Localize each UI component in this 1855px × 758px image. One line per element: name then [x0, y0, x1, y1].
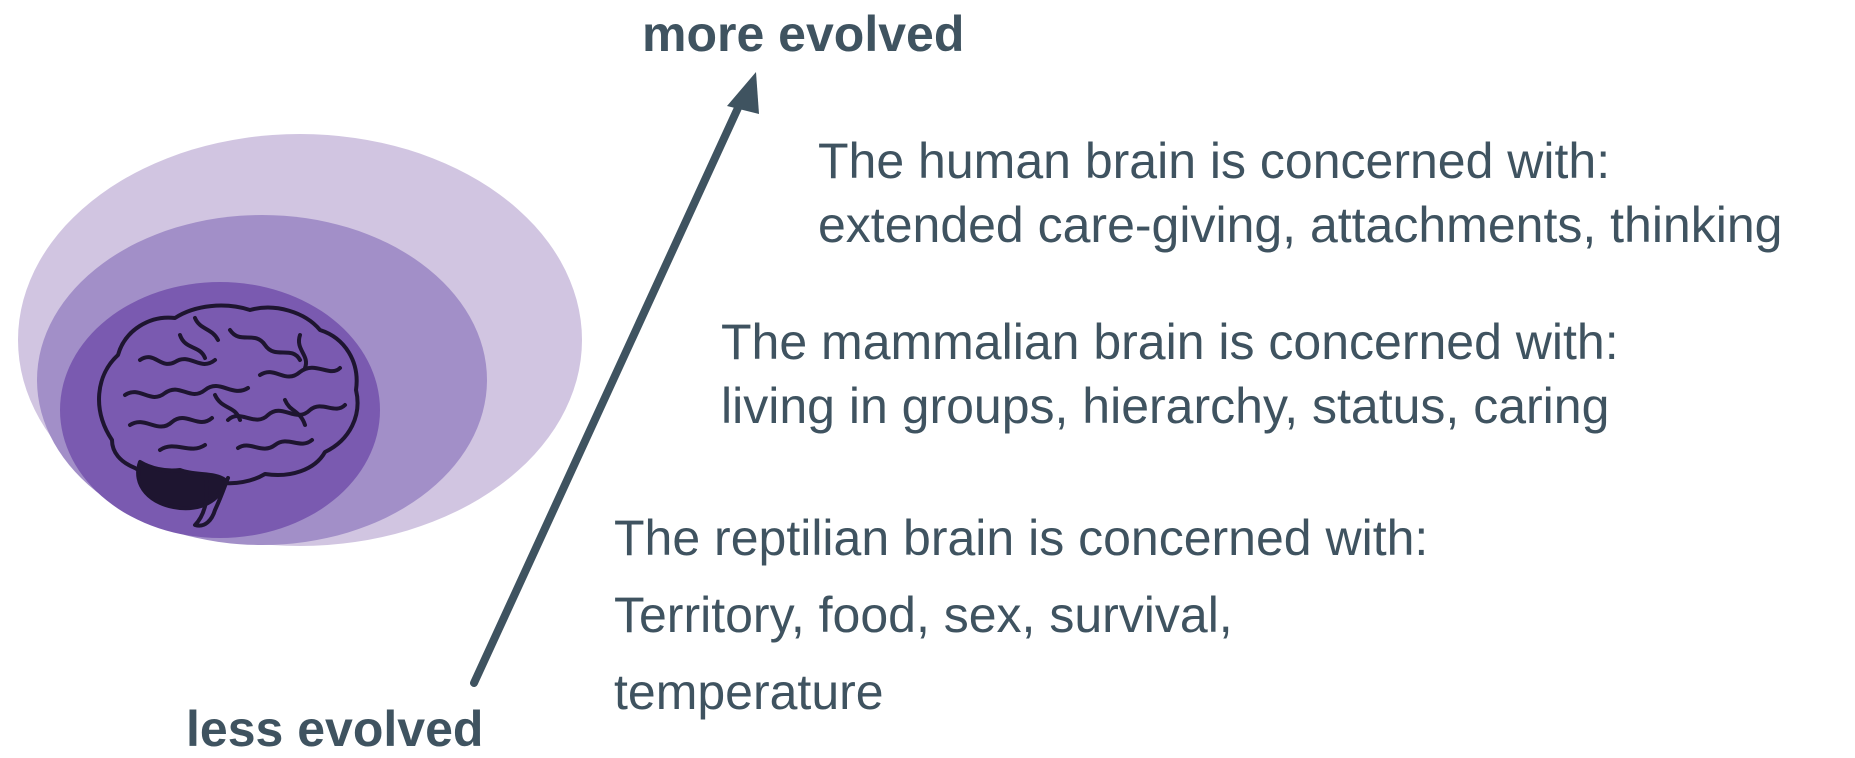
mammalian-brain-details: living in groups, hierarchy, status, car…	[721, 381, 1609, 431]
more-evolved-label: more evolved	[642, 5, 964, 63]
reptilian-brain-details-line-1: Territory, food, sex, survival,	[614, 590, 1233, 640]
human-brain-heading: The human brain is concerned with:	[818, 136, 1610, 186]
less-evolved-label: less evolved	[186, 700, 483, 758]
reptilian-brain-heading: The reptilian brain is concerned with:	[614, 513, 1428, 563]
reptilian-brain-details-line-2: temperature	[614, 667, 884, 717]
mammalian-brain-heading: The mammalian brain is concerned with:	[721, 317, 1619, 367]
human-brain-details: extended care-giving, attachments, think…	[818, 200, 1782, 250]
